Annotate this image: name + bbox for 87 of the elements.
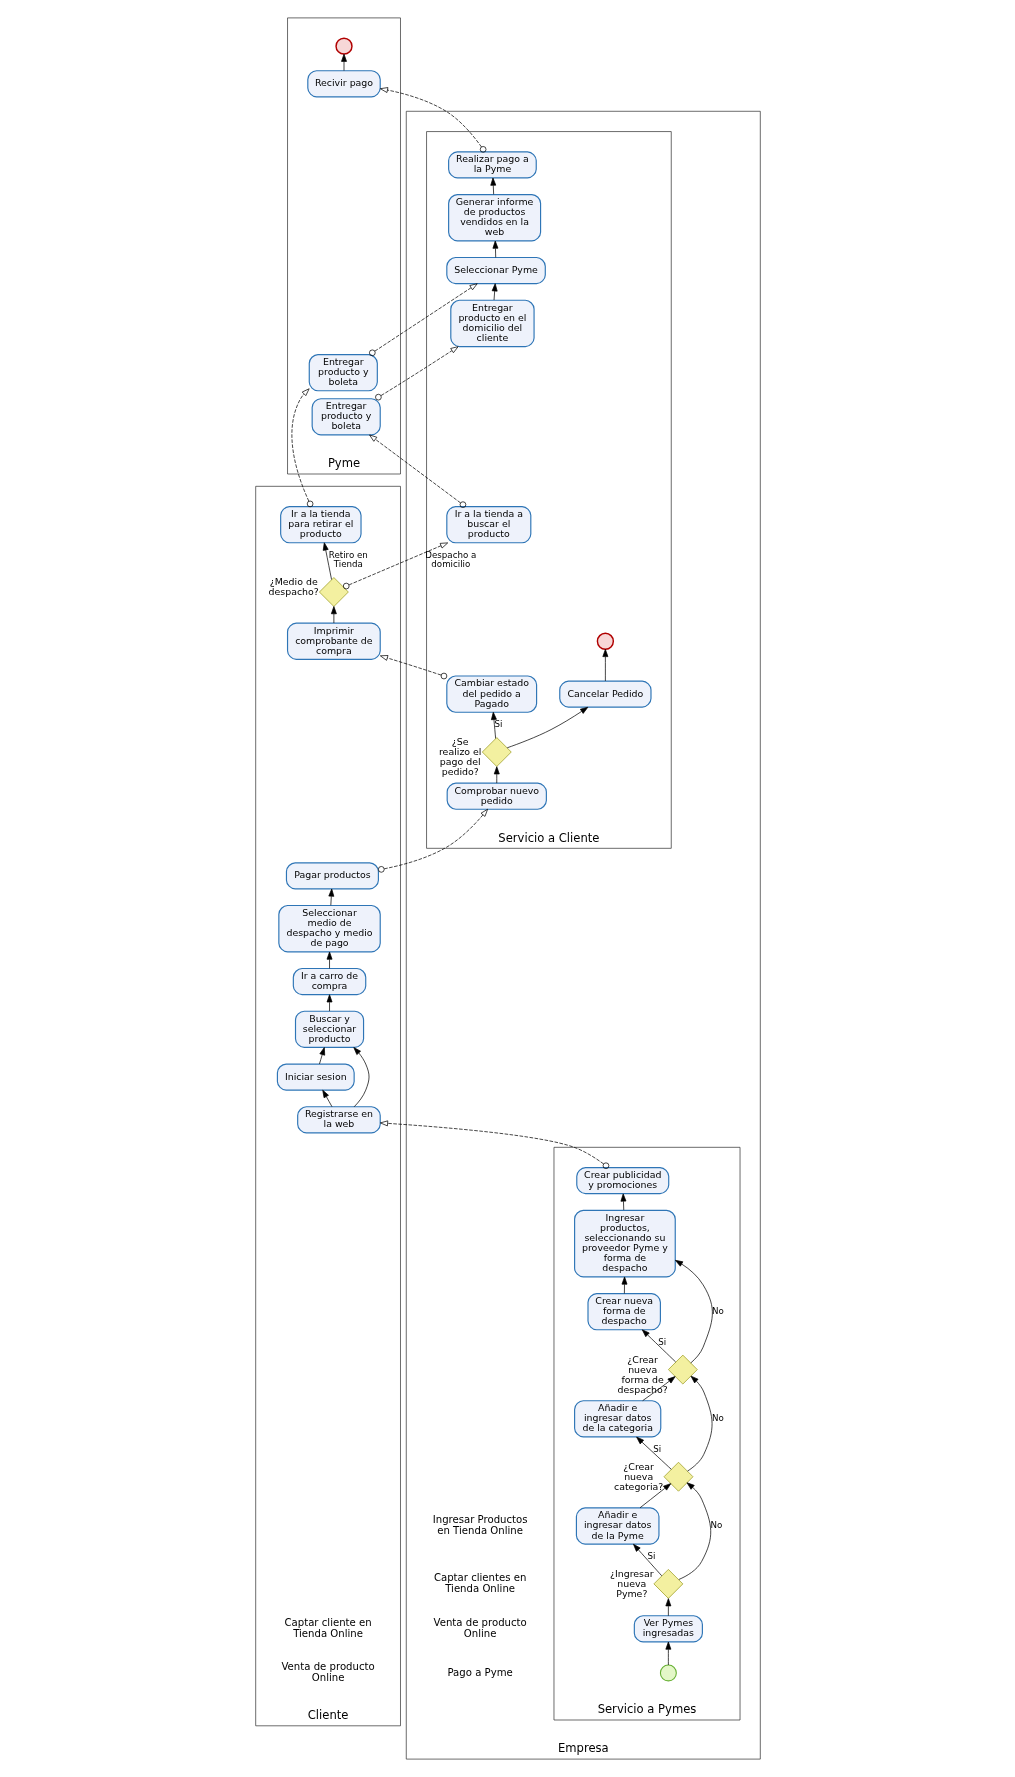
node-circle xyxy=(659,1664,677,1682)
node-label: ¿Crear nueva forma de despacho? xyxy=(617,1353,668,1396)
node-box: Pagar productos xyxy=(285,862,379,890)
node-box: Ingresar productos, seleccionando su proveedor Pyme y forma de despacho xyxy=(573,1209,676,1278)
node-box: Añadir e ingresar datos de la categoria xyxy=(573,1400,661,1438)
node-box: Ver Pymes ingresadas xyxy=(633,1615,703,1643)
arrow xyxy=(632,1543,662,1577)
arrow xyxy=(291,388,313,508)
edge-label: No xyxy=(710,1520,722,1531)
arrow xyxy=(664,1641,671,1666)
arrow xyxy=(489,177,496,195)
arrow xyxy=(318,1047,325,1065)
node-box: Realizar pago a la Pyme xyxy=(447,151,537,179)
node-box: Ir a la tienda a buscar el producto xyxy=(445,506,531,544)
edge-label: Si xyxy=(494,719,503,730)
label: Venta de producto Online xyxy=(280,1661,375,1684)
arrow xyxy=(326,951,332,969)
edge-label: Despacho a domicilio xyxy=(424,549,476,570)
node-box: Seleccionar medio de despacho y medio de pago xyxy=(277,904,381,953)
edge-label: No xyxy=(711,1305,724,1316)
node-box: Cancelar Pedido xyxy=(558,680,652,708)
arrow xyxy=(379,87,486,153)
arrow xyxy=(330,606,337,624)
arrow xyxy=(506,706,588,749)
node-box: Iniciar sesion xyxy=(276,1063,355,1091)
node-circle xyxy=(596,632,614,650)
arrow xyxy=(368,283,478,357)
edge-label: No xyxy=(711,1413,724,1424)
arrow xyxy=(326,994,332,1012)
label: Ingresar Productos en Tienda Online xyxy=(432,1514,528,1537)
node-label: ¿Ingresar nueva Pyme? xyxy=(609,1567,654,1600)
edge-label: Retiro en Tienda xyxy=(328,549,368,570)
node-box: Comprobar nuevo pedido xyxy=(446,782,547,810)
node-diamond xyxy=(653,1569,683,1599)
arrow xyxy=(491,283,498,301)
arrow xyxy=(340,53,347,71)
arrow xyxy=(641,1376,675,1402)
arrow xyxy=(678,1482,711,1580)
node-box: Ir a carro de compra xyxy=(292,967,366,996)
node-box: Generar informe de productos vendidos en la web xyxy=(447,193,541,242)
node-box: Imprimir comprobante de compra xyxy=(286,622,381,660)
arrow xyxy=(379,1120,609,1169)
label: Venta de producto Online xyxy=(433,1617,527,1639)
node-label: ¿Se realizo el pago del pedido? xyxy=(438,736,481,778)
label: Captar clientes en Tienda Online xyxy=(433,1572,526,1595)
arrow xyxy=(322,542,332,580)
node-box: Cambiar estado del pedido a Pagado xyxy=(445,675,537,713)
label: Captar cliente en Tienda Online xyxy=(284,1617,372,1639)
arrow xyxy=(379,655,447,680)
arrow xyxy=(377,808,488,873)
arrow xyxy=(492,240,498,258)
arrow xyxy=(493,766,500,784)
node-box: Entregar producto y boleta xyxy=(308,353,378,392)
arrow xyxy=(664,1598,671,1617)
arrow xyxy=(621,1276,627,1294)
node-box: Ir a la tienda para retirar el producto xyxy=(279,506,362,544)
node-label: ¿Crear nueva categoria? xyxy=(613,1460,663,1493)
arrow xyxy=(686,1375,712,1472)
arrow xyxy=(368,434,466,508)
node-box: Entregar producto y boleta xyxy=(311,398,381,436)
arrow xyxy=(374,346,458,401)
node-box: Buscar y seleccionar producto xyxy=(294,1010,364,1048)
arrow xyxy=(620,1193,626,1211)
node-box: Seleccionar Pyme xyxy=(445,256,546,285)
node-label: ¿Medio de despacho? xyxy=(268,576,319,598)
node-diamond xyxy=(481,737,512,767)
arrow xyxy=(635,1436,672,1470)
arrow xyxy=(327,888,334,906)
node-box: Registrarse en la web xyxy=(296,1106,381,1134)
node-box: Crear publicidad y promociones xyxy=(575,1167,669,1195)
arrow xyxy=(641,1329,676,1363)
arrow xyxy=(490,711,497,739)
node-box: Añadir e ingresar datos de la Pyme xyxy=(575,1507,660,1545)
arrow xyxy=(639,1483,671,1509)
edge-label: Si xyxy=(657,1336,666,1347)
arrow xyxy=(602,649,608,682)
edge-label: Si xyxy=(646,1550,655,1561)
arrow xyxy=(352,1047,369,1108)
node-box: Crear nueva forma de despacho xyxy=(586,1293,661,1331)
label: Pago a Pyme xyxy=(446,1666,513,1678)
node-circle xyxy=(334,37,353,55)
node-box: Entregar producto en el domicilio del cliente xyxy=(449,299,535,348)
arrow xyxy=(321,1089,332,1108)
arrow xyxy=(674,1259,713,1364)
edge-label: Si xyxy=(652,1443,661,1454)
arrow xyxy=(342,542,448,590)
node-box: Recivir pago xyxy=(306,70,381,98)
